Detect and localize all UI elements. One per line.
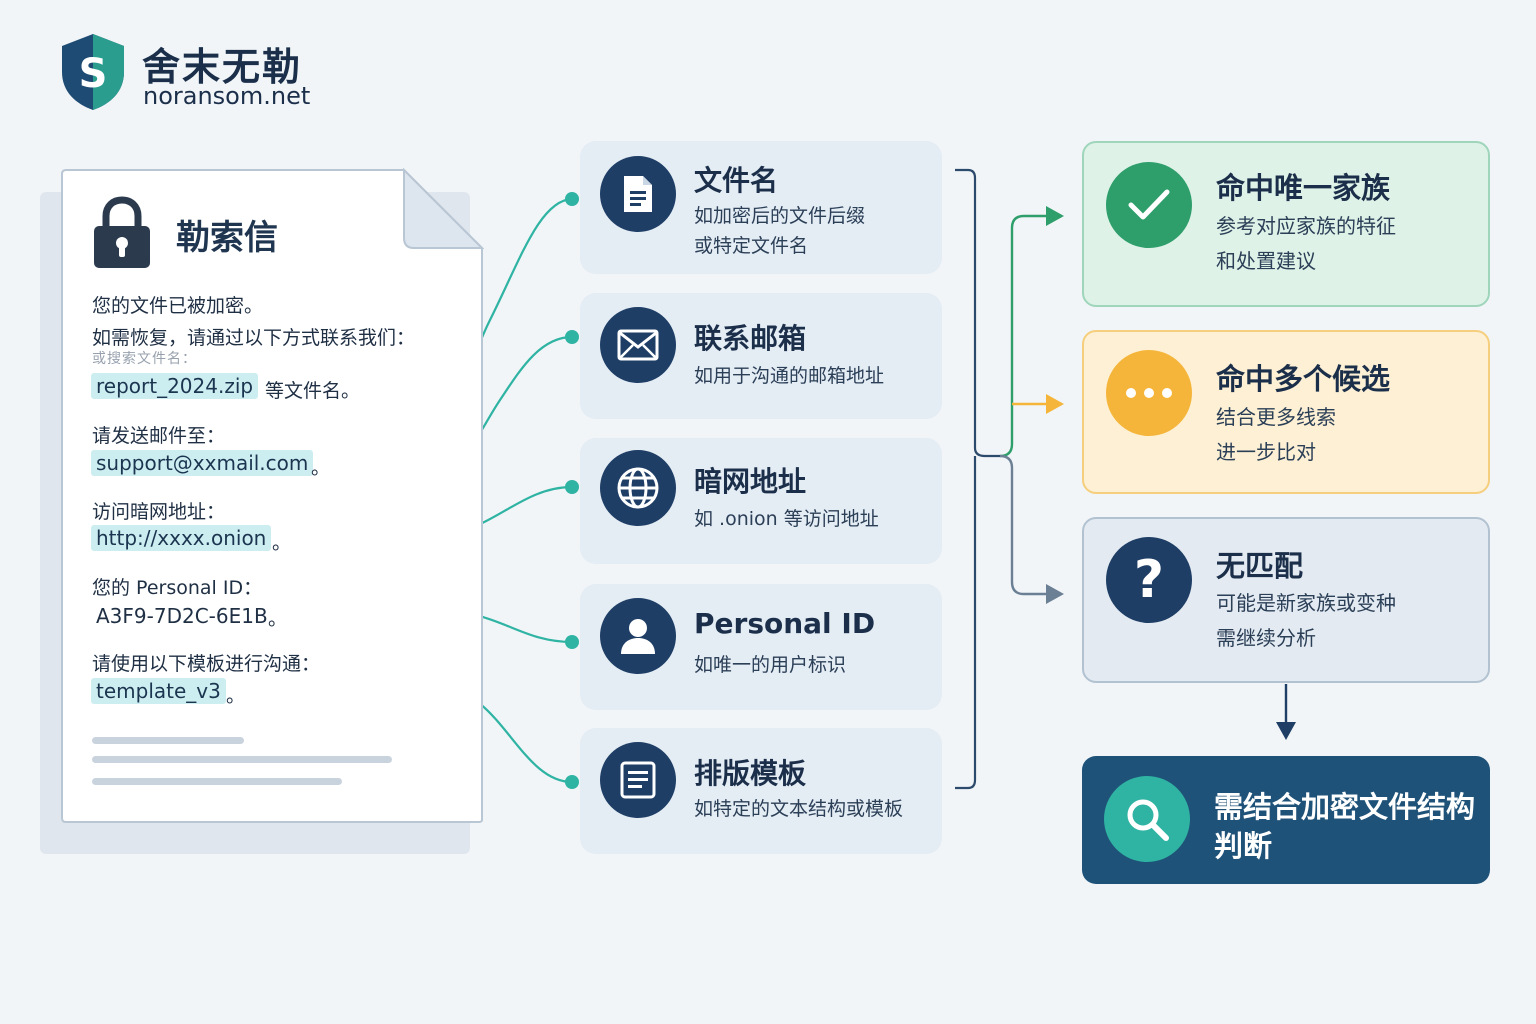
- result-multiple-candidates: 命中多个候选 结合更多线索 进一步比对: [1082, 330, 1490, 494]
- result-title: 命中多个候选: [1216, 362, 1391, 396]
- result-desc: 和处置建议: [1216, 249, 1316, 273]
- indicator-desc: 如加密后的文件后缀: [694, 205, 866, 227]
- result-desc: 结合更多线索: [1216, 405, 1336, 429]
- search-icon: [1104, 776, 1190, 862]
- personal-id-tail: 。: [268, 608, 288, 630]
- filename-highlight: report_2024.zip: [91, 373, 259, 399]
- more-icon: [1106, 350, 1192, 436]
- envelope-icon: [600, 307, 676, 383]
- indicator-desc: 如用于沟通的邮箱地址: [694, 365, 885, 387]
- template-highlight: template_v3: [91, 678, 226, 704]
- letter-placeholder-line: [92, 756, 392, 763]
- letter-title: 勒索信: [176, 218, 278, 258]
- email-label: 请发送邮件至：: [92, 425, 226, 447]
- letter-placeholder-line: [92, 778, 342, 785]
- check-icon: [1106, 162, 1192, 248]
- template-tail: 。: [226, 685, 246, 707]
- globe-icon: [600, 450, 676, 526]
- indicator-title: 暗网地址: [694, 465, 807, 498]
- result-desc: 进一步比对: [1216, 440, 1316, 464]
- result-desc: 需继续分析: [1216, 626, 1316, 650]
- email-highlight: support@xxmail.com: [91, 450, 314, 476]
- indicator-card-darkweb: 暗网地址 如 .onion 等访问地址: [580, 438, 942, 564]
- brand-name: 舍末无勒: [142, 45, 303, 89]
- letter-line-recover: 如需恢复，请通过以下方式联系我们：: [92, 327, 416, 349]
- brand-domain: noransom.net: [143, 82, 311, 110]
- final-analysis-box: 需结合加密文件结构 判断: [1082, 756, 1490, 884]
- template-label: 请使用以下模板进行沟通：: [92, 653, 321, 675]
- onion-label: 访问暗网地址：: [92, 501, 226, 523]
- indicator-title: 文件名: [694, 164, 779, 197]
- result-title: 无匹配: [1216, 549, 1304, 583]
- indicator-desc: 或特定文件名: [694, 235, 809, 257]
- indicator-desc: 如特定的文本结构或模板: [694, 798, 904, 820]
- document-icon: [600, 156, 676, 232]
- indicator-title: 联系邮箱: [694, 322, 807, 355]
- indicator-title: 排版模板: [694, 757, 807, 790]
- result-title: 命中唯一家族: [1216, 171, 1391, 205]
- filename-tail: 等文件名。: [265, 380, 361, 402]
- indicator-card-personal-id: Personal ID 如唯一的用户标识: [580, 584, 942, 710]
- personal-id-value: A3F9-7D2C-6E1B: [96, 604, 268, 628]
- result-unique-family: 命中唯一家族 参考对应家族的特征 和处置建议: [1082, 141, 1490, 307]
- onion-highlight: http://xxxx.onion: [91, 525, 272, 551]
- indicator-card-filename: 文件名 如加密后的文件后缀 或特定文件名: [580, 141, 942, 274]
- indicator-card-template: 排版模板 如特定的文本结构或模板: [580, 728, 942, 854]
- padlock-icon: [94, 196, 150, 268]
- indicator-title: Personal ID: [694, 607, 876, 640]
- indicator-desc: 如 .onion 等访问地址: [694, 508, 879, 530]
- indicator-desc: 如唯一的用户标识: [694, 654, 847, 676]
- svg-text:S: S: [79, 51, 108, 97]
- indicator-card-email: 联系邮箱 如用于沟通的邮箱地址: [580, 293, 942, 419]
- template-icon: [600, 742, 676, 818]
- personal-id-label: 您的 Personal ID：: [92, 577, 263, 599]
- question-icon: ?: [1106, 537, 1192, 623]
- letter-line-encrypted: 您的文件已被加密。: [92, 295, 264, 317]
- letter-placeholder-line: [92, 737, 244, 744]
- user-icon: [600, 598, 676, 674]
- final-line-2: 判断: [1214, 829, 1273, 863]
- result-desc: 可能是新家族或变种: [1216, 591, 1396, 615]
- result-no-match: ? 无匹配 可能是新家族或变种 需继续分析: [1082, 517, 1490, 683]
- email-tail: 。: [311, 457, 331, 479]
- letter-line-blurred: 或搜索文件名：: [92, 351, 197, 367]
- result-desc: 参考对应家族的特征: [1216, 214, 1396, 238]
- ransom-letter-paper: [61, 168, 484, 823]
- onion-tail: 。: [272, 532, 292, 554]
- final-line-1: 需结合加密文件结构: [1214, 790, 1476, 824]
- shield-logo-icon: S: [62, 34, 124, 110]
